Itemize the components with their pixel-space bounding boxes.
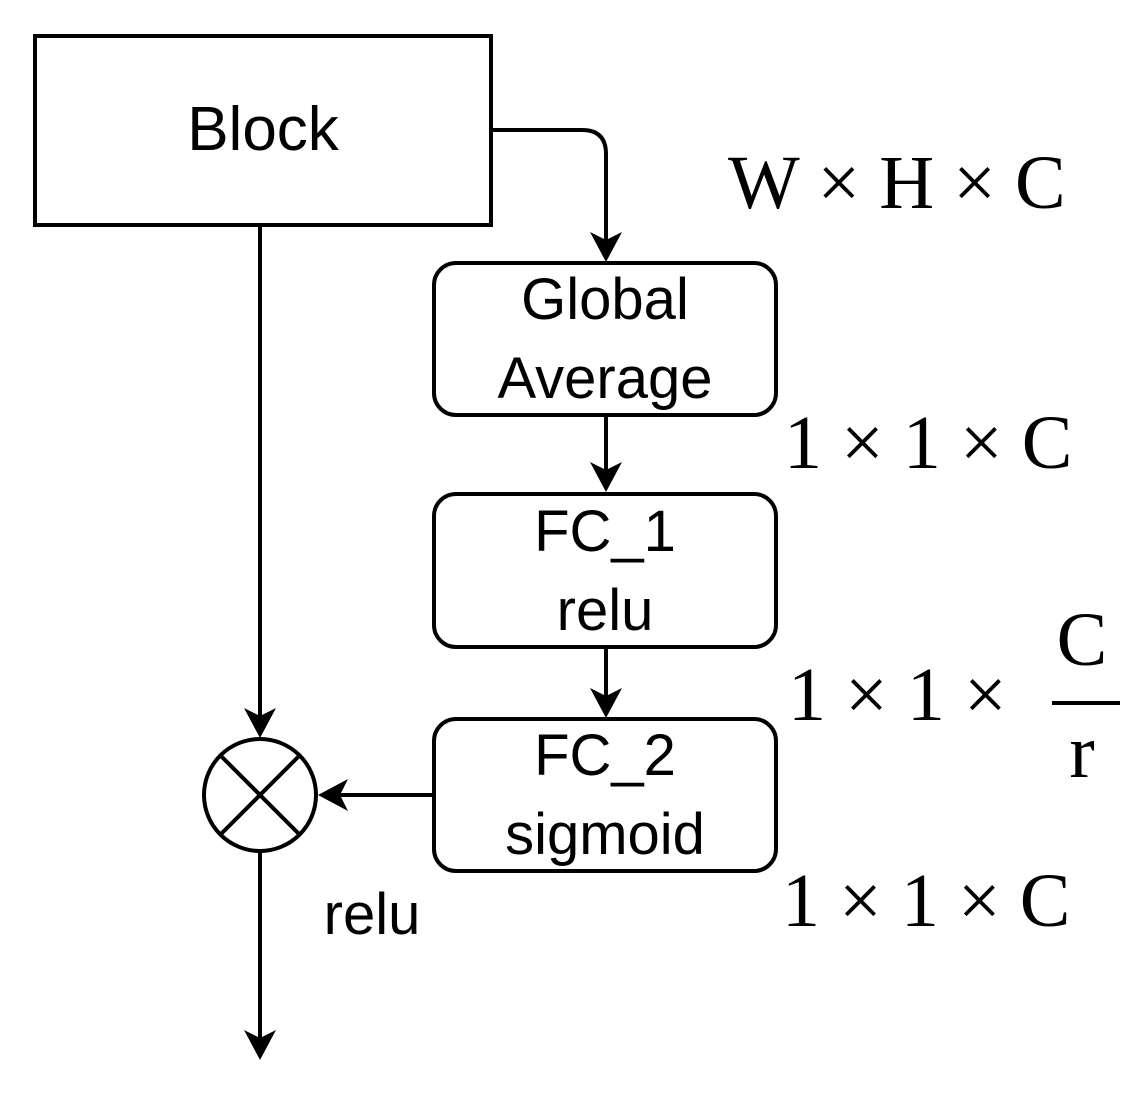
- dim-input: W × H × C: [728, 141, 1066, 225]
- fc1-label-line1: FC_1: [534, 499, 676, 564]
- dim-after-fc1-denominator: r: [1069, 710, 1094, 794]
- edge-block-to-global-average: [492, 128, 608, 250]
- block-node: [33, 34, 493, 227]
- arrowhead-multiply-right: [318, 779, 348, 811]
- fc1-node: [432, 492, 778, 649]
- dim-after-fc1: 1 × 1 × C r: [788, 598, 1120, 794]
- arrowhead-output: [244, 1030, 276, 1060]
- global-average-label-line1: Global: [521, 267, 689, 332]
- fc2-label-line1: FC_2: [534, 723, 676, 788]
- arrowhead-multiply-top: [244, 708, 276, 738]
- dim-after-pool: 1 × 1 × C: [784, 401, 1072, 485]
- dim-after-fc1-numerator: C: [1057, 598, 1108, 682]
- block-label: Block: [187, 95, 340, 164]
- fc2-label-line2: sigmoid: [505, 802, 705, 867]
- arrowhead-fc2: [590, 688, 622, 718]
- fc2-node: [432, 717, 778, 873]
- dim-after-fc1-prefix: 1 × 1 ×: [788, 653, 1007, 737]
- multiply-cross-line-b: [219, 754, 301, 836]
- global-average-node: [432, 261, 778, 417]
- multiply-node: [202, 737, 318, 853]
- arrowhead-fc1: [590, 462, 622, 492]
- global-average-label-line2: Average: [498, 346, 713, 411]
- dim-after-fc2: 1 × 1 × C: [782, 859, 1070, 943]
- output-activation-label: relu: [324, 882, 421, 947]
- fc1-label-line2: relu: [557, 578, 654, 643]
- arrowhead-global-average: [590, 232, 622, 262]
